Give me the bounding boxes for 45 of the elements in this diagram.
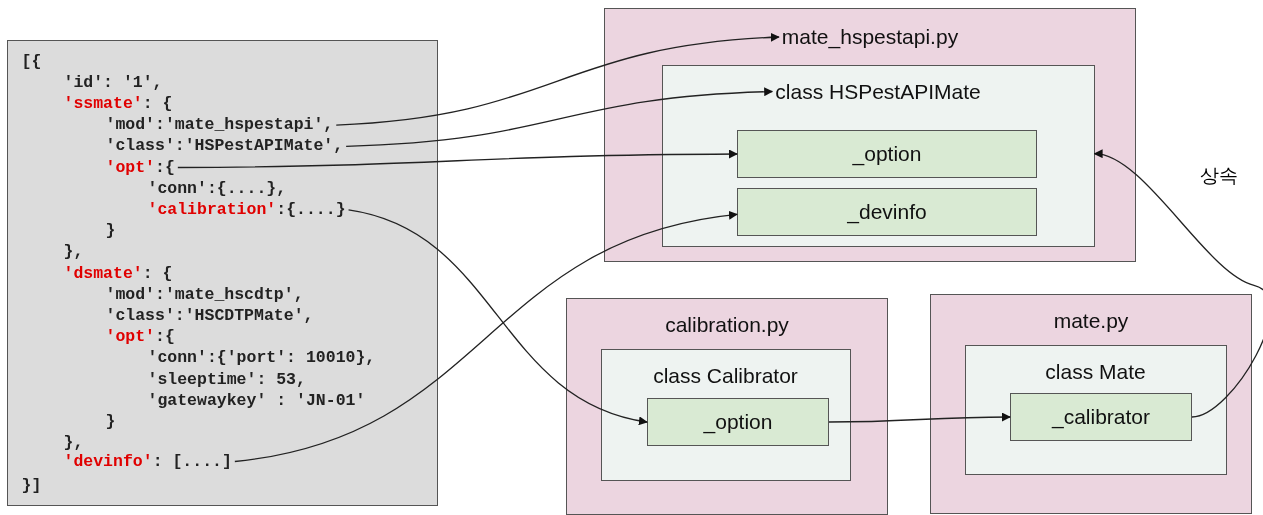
code-line: }: [105, 411, 116, 432]
file-name: mate.py: [1053, 309, 1129, 333]
file-box: [930, 294, 1252, 514]
code-panel: [7, 40, 438, 506]
file-name: mate_hspestapi.py: [781, 25, 959, 49]
code-line: 'calibration':{....}: [147, 199, 346, 220]
file-box: [604, 8, 1136, 262]
arrow: [347, 209, 648, 425]
class-box: [600, 348, 851, 481]
class-name: class HSPestAPIMate: [775, 79, 981, 104]
member-box: _option: [737, 130, 1037, 178]
arrow: [234, 211, 738, 463]
member-box: _calibrator: [1010, 393, 1192, 441]
code-line: },: [63, 433, 84, 454]
code-line: }: [105, 221, 116, 242]
code-line: }]: [21, 475, 42, 496]
class-name: class Mate: [1045, 359, 1146, 384]
arrow: [335, 33, 780, 126]
code-line: 'devinfo': [....]: [63, 451, 232, 472]
code-line: [{: [21, 51, 42, 72]
code-line: 'mod':'mate_hscdtp',: [105, 284, 304, 305]
code-line: 'ssmate': {: [63, 93, 173, 114]
code-line: 'class':'HSCDTPMate',: [105, 305, 314, 326]
code-line: 'opt':{: [105, 327, 175, 348]
code-line: 'id': '1',: [63, 72, 163, 93]
code-line: 'opt':{: [105, 157, 175, 178]
file-box: [566, 298, 888, 515]
code-line: 'sleeptime': 53,: [147, 369, 306, 390]
code-line: 'gatewaykey' : 'JN-01': [147, 390, 366, 411]
arrow: [177, 149, 738, 169]
arrow: [345, 87, 774, 147]
class-name: class Calibrator: [653, 363, 798, 388]
file-name: calibration.py: [665, 313, 789, 337]
arrow: [828, 412, 1011, 423]
code-line: 'mod':'mate_hspestapi',: [105, 115, 334, 136]
class-box: [964, 344, 1227, 475]
code-line: 'conn':{'port': 10010},: [147, 348, 376, 369]
code-line: 'dsmate': {: [63, 263, 173, 284]
member-box: _devinfo: [737, 188, 1037, 236]
code-line: 'conn':{....},: [147, 178, 287, 199]
code-line: 'class':'HSPestAPIMate',: [105, 136, 344, 157]
class-box: [661, 64, 1095, 247]
code-line: },: [63, 242, 84, 263]
member-box: _option: [647, 398, 829, 446]
arrow: [1093, 150, 1263, 418]
